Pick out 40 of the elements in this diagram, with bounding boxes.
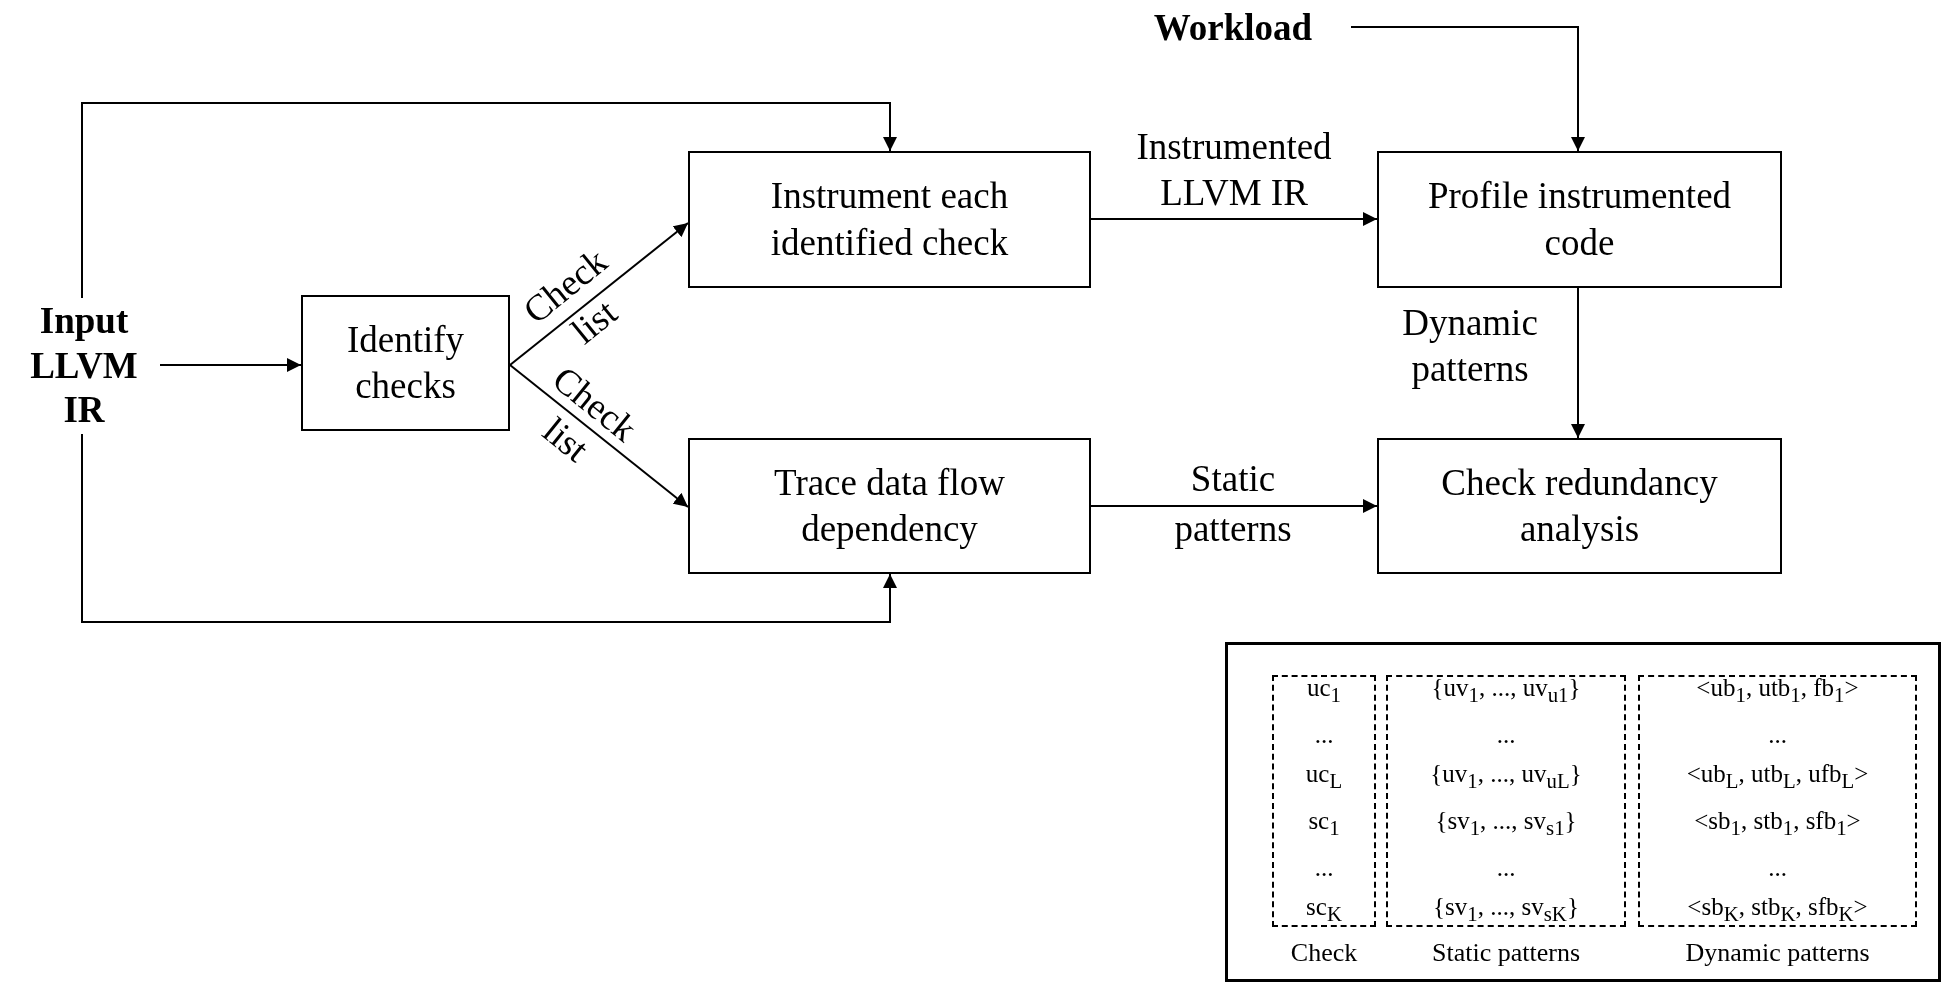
cell-text: ...	[1768, 720, 1787, 750]
arrow	[509, 364, 689, 508]
arrow	[1571, 287, 1585, 439]
process-box: Instrument each identified check	[688, 151, 1091, 288]
process-box: Identify checks	[301, 295, 510, 431]
cell-text: sc$_{1}$	[1308, 806, 1340, 842]
cell-text: ...	[1314, 853, 1334, 883]
cell-text: uc$_{1}$	[1307, 673, 1341, 709]
arrow	[509, 222, 689, 366]
table-frame	[1225, 642, 1941, 982]
input-label: Workload	[1115, 5, 1351, 51]
cell-text: <sb$_{K}$, stb$_{K}$, sfb$_{K}$>	[1687, 892, 1868, 928]
process-box: Check redundancy analysis	[1377, 438, 1782, 574]
edge-label: Static patterns	[1173, 457, 1293, 551]
process-box: Profile instrumented code	[1377, 151, 1782, 288]
cell-text: {uv$_{1}$, ..., uv$_{u1}$}	[1431, 673, 1581, 709]
cell-text: <ub$_{1}$, utb$_{1}$, fb$_{1}$>	[1696, 673, 1859, 709]
edge-label: Instrumented LLVM IR	[1135, 125, 1333, 216]
cell-text: {sv$_{1}$, ..., sv$_{sK}$}	[1433, 892, 1579, 928]
cell-text: <sb$_{1}$, stb$_{1}$, sfb$_{1}$>	[1694, 806, 1861, 842]
cell-text: ...	[1768, 853, 1787, 883]
cell-text: uc$_{L}$	[1305, 759, 1343, 795]
cell-text: {sv$_{1}$, ..., sv$_{s1}$}	[1435, 806, 1577, 842]
arrow	[81, 102, 897, 299]
arrow	[1090, 499, 1378, 513]
column-header: Check	[1290, 937, 1358, 969]
arrow	[159, 358, 302, 372]
cell-text: sc$_{K}$	[1306, 892, 1342, 928]
process-box: Trace data flow dependency	[688, 438, 1091, 574]
arrow	[81, 433, 897, 623]
cell-text: <ub$_{L}$, utb$_{L}$, ufb$_{L}$>	[1686, 759, 1869, 795]
cell-text: ...	[1496, 720, 1516, 750]
cell-text: ...	[1496, 853, 1516, 883]
arrow	[1090, 212, 1378, 226]
cell-text: {uv$_{1}$, ..., uv$_{uL}$}	[1430, 759, 1582, 795]
cell-text: ...	[1314, 720, 1334, 750]
column-header: Dynamic patterns	[1685, 937, 1870, 969]
column-header: Static patterns	[1432, 937, 1580, 969]
input-label: Input LLVM IR	[20, 300, 148, 432]
arrow	[1350, 26, 1585, 152]
